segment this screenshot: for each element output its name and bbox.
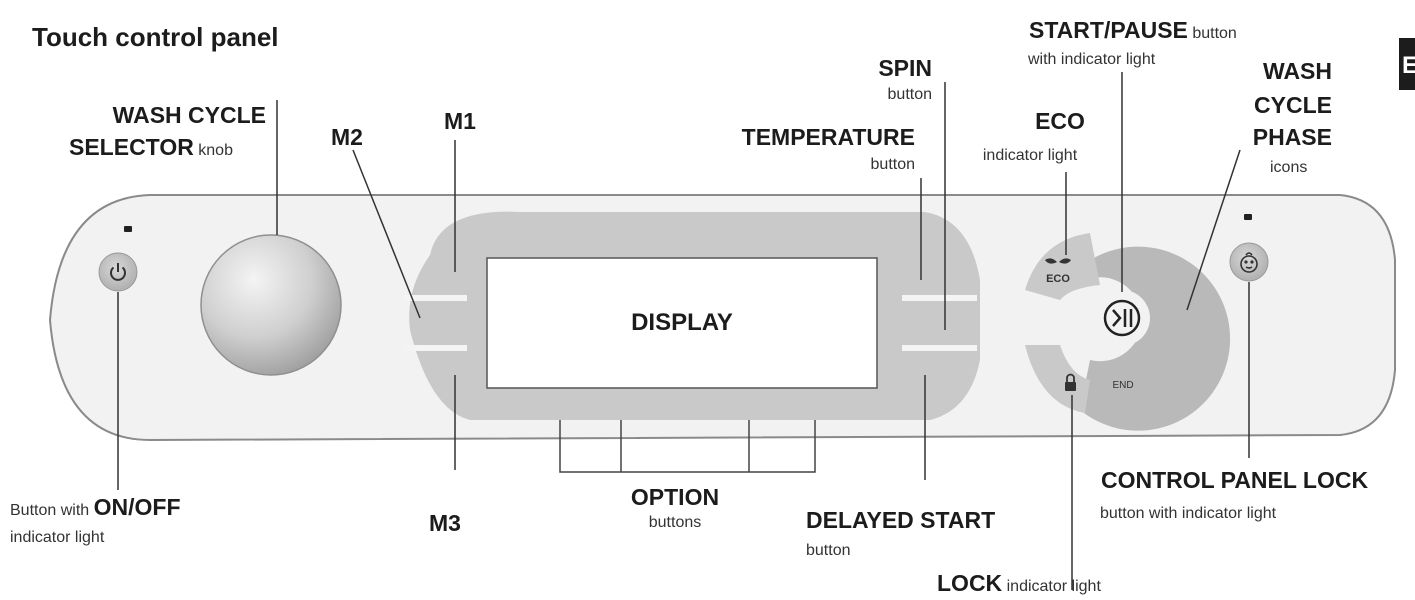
label-spin-sub: button — [887, 86, 932, 103]
label-wash-cycle-selector: WASH CYCLE — [40, 104, 266, 127]
wash-cycle-selector-line1: WASH CYCLE — [112, 102, 266, 128]
label-m2: M2 — [331, 124, 363, 150]
start-pause-button-text: button — [1192, 25, 1237, 42]
on-off-prefix-text: Button with — [10, 502, 90, 519]
label-delayed-start-sub: button — [806, 542, 851, 559]
play-pause-icon — [1112, 309, 1122, 327]
label-temperature-sub: button — [870, 156, 915, 173]
label-control-panel-lock-sub: button with indicator light — [1100, 505, 1277, 522]
label-wash-cycle-selector-line2: SELECTOR knob — [69, 136, 233, 159]
label-phase-line3: PHASE — [1252, 124, 1332, 150]
label-wash-cycle-phase-sub: icons — [1270, 159, 1308, 176]
padlock-icon — [1065, 373, 1076, 391]
end-icon-text: END — [1112, 380, 1133, 391]
on-off-bold-text: ON/OFF — [93, 494, 181, 520]
label-lock: LOCK indicator light — [937, 572, 1101, 595]
m2-separator-bottom — [405, 345, 467, 351]
label-eco-sub: indicator light — [982, 147, 1078, 164]
m2-separator-top — [405, 295, 467, 301]
display-screen — [486, 257, 878, 389]
corner-tab-letter: E — [1402, 52, 1415, 79]
label-wash-line1: WASH — [1263, 58, 1332, 84]
label-option-sub: buttons — [648, 514, 702, 531]
label-start-pause-sub: with indicator light — [1028, 51, 1156, 68]
spin-separator-top — [902, 295, 977, 301]
lock-sub-text: indicator light — [1006, 578, 1101, 595]
label-spin: SPIN — [878, 55, 932, 81]
label-temperature: TEMPERATURE — [741, 124, 915, 150]
display-label: DISPLAY — [631, 309, 733, 336]
label-on-off: Button with ON/OFF — [10, 496, 181, 519]
corner-tab — [1399, 38, 1415, 90]
diagram-title: Touch control panel — [32, 22, 279, 52]
label-option: OPTION — [630, 484, 720, 510]
wash-cycle-selector-knob[interactable] — [200, 234, 342, 376]
child-face-icon — [1240, 252, 1258, 273]
wash-cycle-phase-ring — [1060, 246, 1231, 431]
label-delayed-start: DELAYED START — [806, 507, 996, 533]
eco-segment — [1025, 233, 1100, 300]
label-control-panel-lock: CONTROL PANEL LOCK — [1101, 467, 1369, 493]
on-off-indicator-light — [124, 226, 132, 232]
leader-lines — [117, 72, 1250, 590]
lock-segment — [1025, 345, 1090, 413]
control-panel-lock-indicator-light — [1244, 214, 1252, 220]
label-m3: M3 — [429, 510, 461, 536]
option-buttons[interactable] — [559, 420, 816, 473]
label-cycle-line2: CYCLE — [1254, 92, 1332, 118]
eco-leaf-icon — [1045, 258, 1071, 264]
selector-bold-text: SELECTOR — [69, 134, 194, 160]
label-eco: ECO — [1035, 108, 1085, 134]
start-pause-button[interactable] — [1094, 290, 1150, 346]
start-pause-bold-text: START/PAUSE — [1029, 17, 1188, 43]
knob-text: knob — [198, 142, 233, 159]
control-panel-lock-button[interactable] — [1229, 242, 1269, 282]
start-pause-ring-icon — [1103, 299, 1141, 337]
eco-icon-text: ECO — [1046, 273, 1070, 285]
power-icon — [110, 263, 126, 281]
spin-separator-bottom — [902, 345, 977, 351]
label-m1: M1 — [444, 108, 476, 134]
lock-bold-text: LOCK — [937, 570, 1003, 596]
label-start-pause: START/PAUSE button — [1029, 19, 1237, 42]
label-on-off-sub: indicator light — [10, 529, 105, 546]
